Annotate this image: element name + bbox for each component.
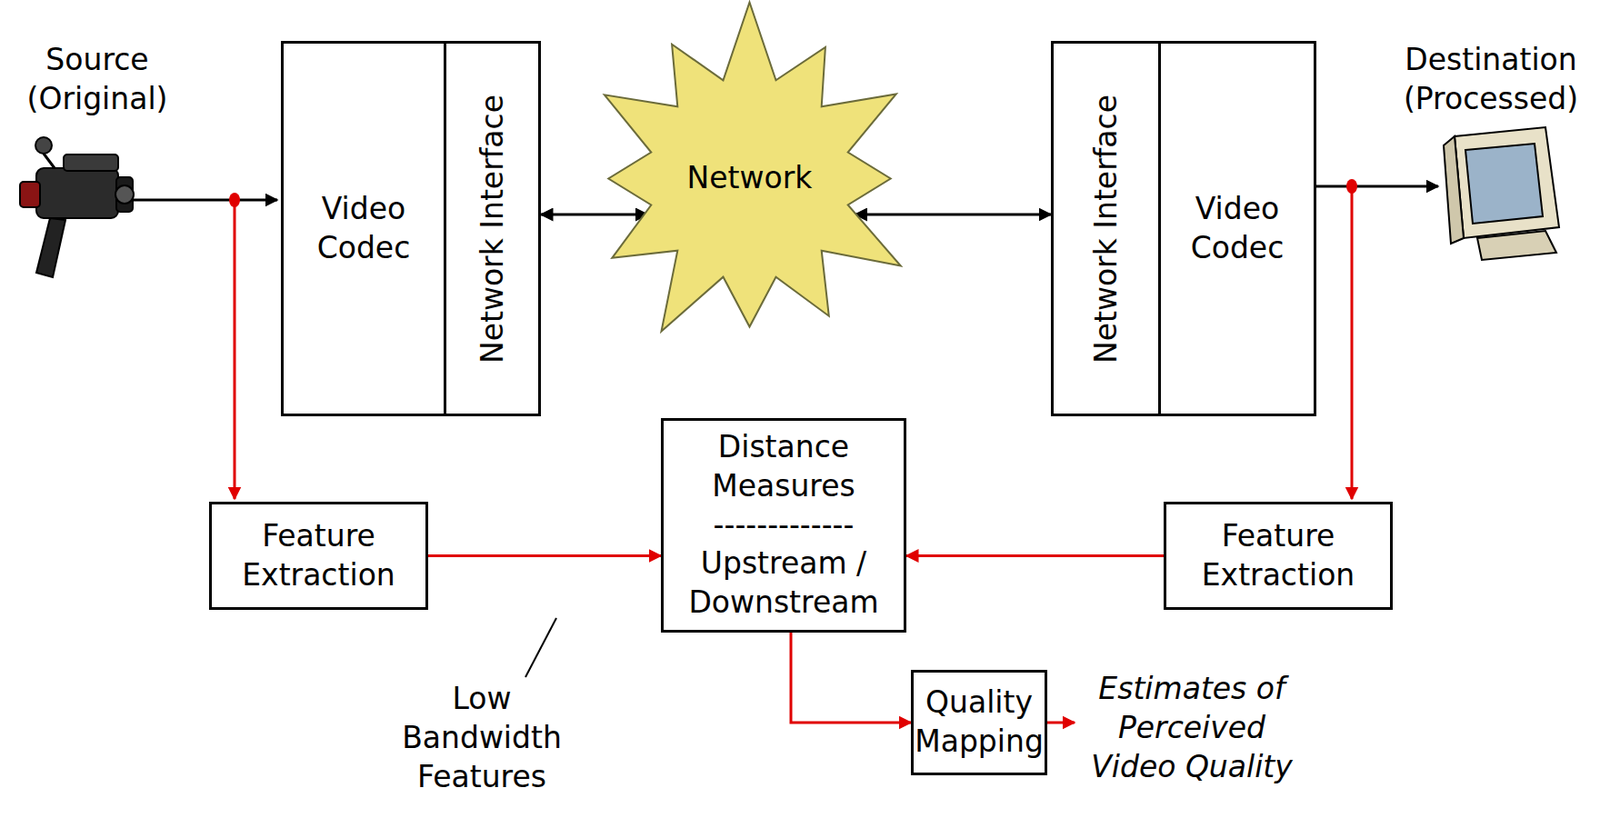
connector: [855, 213, 1052, 217]
node-text: Quality Mapping: [914, 683, 1044, 762]
process-box: Feature Extraction: [209, 501, 429, 610]
connector: [790, 632, 911, 723]
node-text: Video Codec: [1170, 190, 1305, 269]
process-box: Feature Extraction: [1163, 501, 1393, 610]
node-text: Network: [687, 159, 813, 199]
connector: [428, 554, 661, 558]
video-wire: [132, 199, 278, 202]
monitor: [1443, 127, 1560, 260]
tap-line: [1350, 186, 1354, 500]
node-text: Network Interface: [472, 92, 512, 366]
interface-box: Network Interface: [1050, 40, 1161, 417]
codec-box: Video Codec: [280, 40, 447, 417]
tap-dot: [229, 192, 240, 208]
star-shape: [604, 2, 901, 332]
connector: [540, 213, 649, 217]
tap-line: [233, 200, 237, 500]
label-text: Destination (Processed): [1389, 40, 1593, 120]
node-text: Distance Measures: [672, 428, 895, 507]
output-arrow: [1047, 721, 1075, 725]
node-text: Upstream / Downstream: [672, 544, 895, 623]
label-text: Estimates of Perceived Video Quality: [1078, 670, 1306, 788]
node-text: Feature Extraction: [220, 517, 417, 596]
codec-box: Video Codec: [1158, 40, 1317, 417]
video-camera: [20, 137, 134, 278]
node-text: -------------: [713, 506, 855, 546]
interface-box: Network Interface: [443, 40, 541, 417]
video-wire: [1316, 185, 1439, 189]
process-box: Distance Measures-------------Upstream /…: [660, 418, 907, 633]
connector: [906, 554, 1164, 558]
label-text: Low Bandwidth Features: [390, 680, 573, 798]
node-text: Network Interface: [1086, 92, 1126, 366]
leader-line: [525, 618, 557, 678]
network-cloud: Network: [570, 0, 929, 358]
tap-dot: [1346, 179, 1358, 194]
node-text: Feature Extraction: [1175, 517, 1381, 596]
node-text: Video Codec: [292, 190, 435, 269]
process-box: Quality Mapping: [910, 670, 1048, 776]
label-text: Source (Original): [15, 40, 180, 120]
